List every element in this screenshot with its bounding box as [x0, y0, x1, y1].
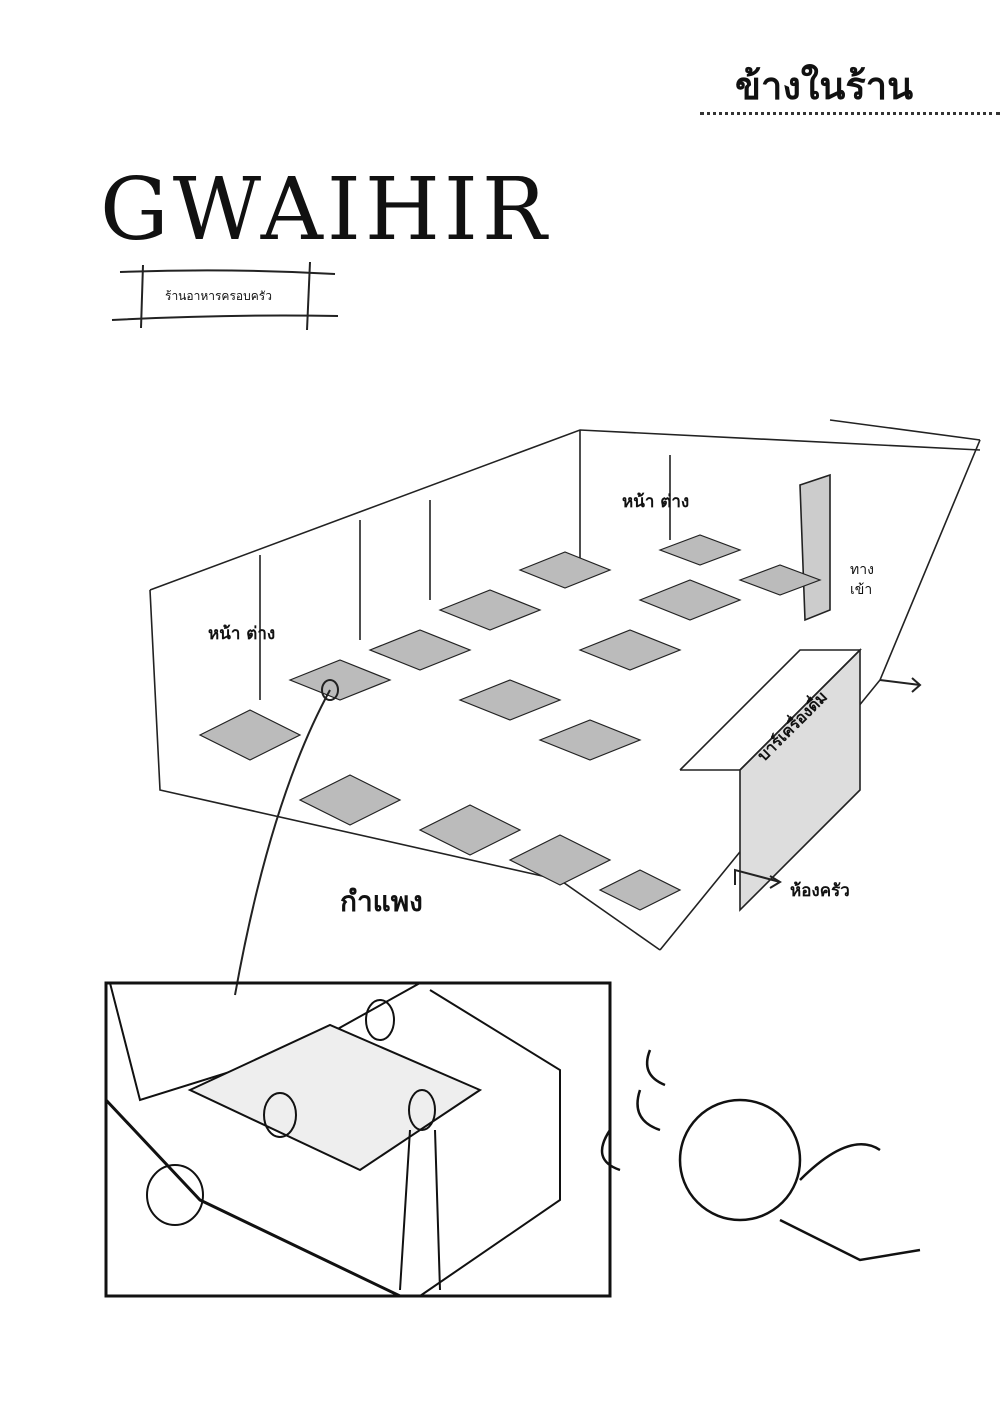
- tables: [198, 534, 822, 911]
- subtitle-frame: [111, 261, 339, 331]
- restaurant-logo: GWAIHIR: [100, 160, 551, 260]
- drink-bar-counter: [679, 648, 862, 912]
- page-title: ข้างในร้าน: [735, 64, 914, 108]
- chibi-character-sketch: [600, 1049, 921, 1262]
- restaurant-subtitle: ร้านอาหารครอบครัว: [165, 289, 272, 303]
- label-entrance: ทาง เข้า: [850, 560, 880, 600]
- manga-panel: [104, 981, 612, 1298]
- title-dotted-rule: [700, 112, 1000, 115]
- arrows: [234, 677, 922, 996]
- label-wall: กำแพง: [340, 885, 423, 918]
- label-window-right: หน้า ต่าง: [622, 492, 690, 512]
- label-kitchen: ห้องครัว: [790, 881, 850, 901]
- label-window-left: หน้า ต่าง: [208, 624, 276, 644]
